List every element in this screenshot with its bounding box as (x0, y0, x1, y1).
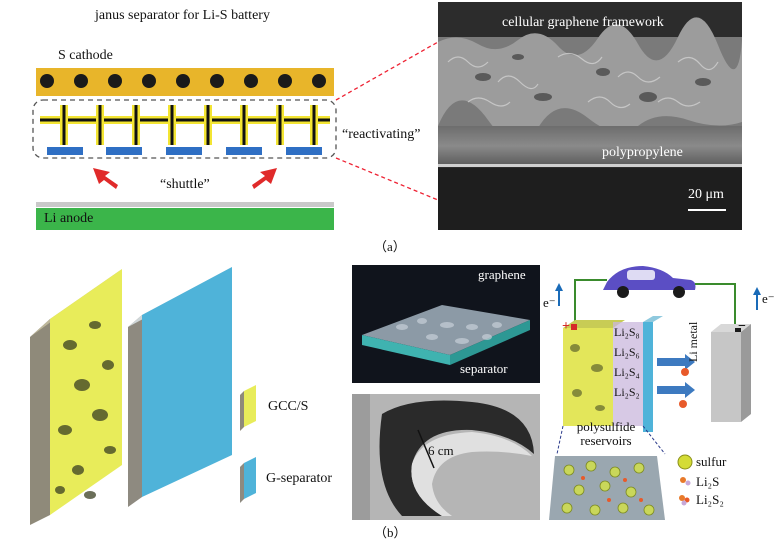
sem-graphene-label: cellular graphene framework (502, 15, 664, 30)
sulfur-particles (40, 74, 326, 88)
battery-separator-top (643, 316, 663, 322)
gcc-slab-side (30, 319, 50, 525)
reservoir-label: polysulfide reservoirs (576, 419, 636, 448)
base-separator (36, 202, 334, 207)
anode-label: Li anode (44, 211, 94, 226)
li-metal-front (711, 332, 741, 422)
caption-b: （b） (374, 525, 407, 540)
separator-render-label: separator (460, 361, 508, 376)
li-metal-side (741, 324, 751, 422)
key-sulfur-label: sulfur (696, 454, 727, 469)
battery-schematic (549, 266, 761, 520)
zoom-line-bottom (335, 157, 439, 201)
li-metal-label: Li metal (686, 321, 700, 362)
legend-gcc-chip-side (240, 391, 244, 431)
scale-bar-label: 20 μm (688, 187, 724, 202)
reactivating-label: “reactivating” (342, 127, 421, 142)
circuit-wire (574, 279, 607, 326)
anode-layer (36, 208, 334, 230)
shuttle-label: “shuttle” (160, 177, 210, 192)
graphene-render-label: graphene (478, 267, 526, 282)
electron-right-label: e⁻ (762, 291, 775, 306)
species-li2s2: Li₂S₂ (614, 385, 640, 399)
zoom-line-top (335, 41, 439, 101)
panel-a-title: janus separator for Li-S battery (95, 8, 270, 23)
battery-cathode-top (563, 320, 625, 328)
legend-gsep-chip (244, 457, 256, 499)
battery-cathode-front (563, 328, 613, 426)
sem-micrograph (438, 2, 742, 230)
key-li2s2-label: Li₂S₂ (696, 492, 724, 507)
minus-terminal: − (738, 319, 746, 334)
species-li2s6: Li₂S₆ (614, 345, 640, 359)
reservoir-inset (549, 456, 665, 520)
caption-a: （a） (374, 239, 406, 254)
li2s-key-marker (680, 477, 691, 486)
species-li2s8: Li₂S₈ (614, 325, 640, 339)
sulfur-key-marker (677, 454, 693, 470)
legend-gsep-chip-side (240, 463, 244, 503)
separator-outline (32, 99, 337, 159)
polysulfide-bars (47, 147, 322, 155)
battery-separator (643, 322, 653, 432)
legend-gcc-chip (244, 385, 256, 427)
electron-left-label: e⁻ (543, 295, 556, 310)
legend-gcc-label: GCC/S (268, 399, 309, 414)
janus-separator-schematic (32, 41, 439, 230)
photo-size-label: 6 cm (428, 443, 454, 458)
polysulfide-zone (613, 322, 643, 426)
sem-texture (438, 2, 742, 230)
graphene-lattice (40, 105, 330, 145)
separator-photo (352, 394, 540, 520)
plus-terminal: + (562, 319, 570, 334)
gsep-slab-front (142, 267, 232, 497)
li2s2-key-marker (679, 495, 690, 506)
graphene-surface-render (352, 265, 540, 383)
cathode-label: S cathode (58, 48, 113, 63)
gsep-slab-side (128, 315, 142, 507)
gcc-pores (55, 321, 116, 499)
legend-gsep-label: G-separator (266, 471, 333, 486)
shuttle-arrows (93, 168, 277, 189)
species-li2s4: Li₂S₄ (614, 365, 640, 379)
sem-polypropylene-label: polypropylene (602, 145, 683, 160)
electrode-3d-illustration (30, 267, 256, 525)
gcc-slab-front (50, 269, 122, 515)
car-icon (603, 266, 696, 298)
key-li2s-label: Li₂S (696, 474, 720, 489)
